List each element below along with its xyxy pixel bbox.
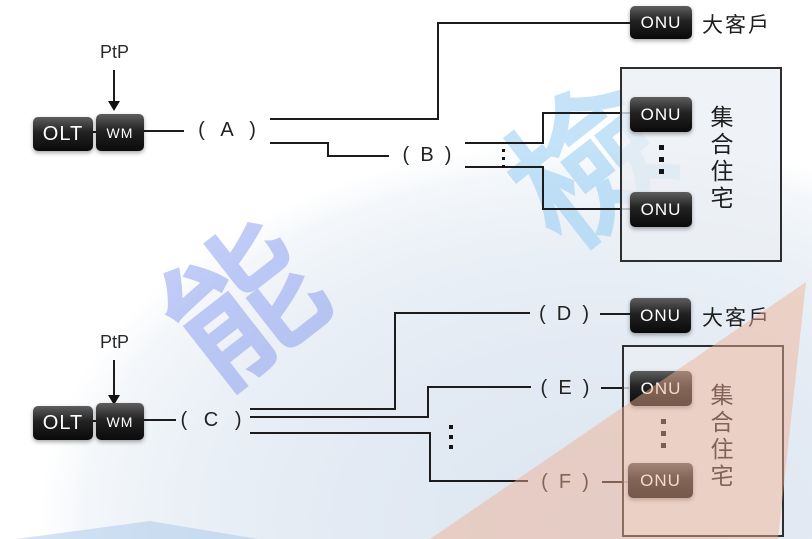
- fiber-c-to-d-h2: [394, 312, 530, 314]
- fiber-e-to-onu: [601, 387, 629, 389]
- ptp-arrow-head-icon-top: [108, 101, 120, 111]
- watermark-blue-sliver: [16, 521, 258, 539]
- fiber-c-to-e-h2: [427, 386, 531, 388]
- customer-label-bottom: 大客戶: [702, 307, 771, 330]
- ellipsis-dots-mdu-bottom: [661, 415, 666, 451]
- fiber-c-to-f-h2: [429, 480, 528, 482]
- split-point-c-label: ( C ): [180, 409, 242, 431]
- fiber-b-up-v: [542, 112, 544, 144]
- fiber-b-down-v: [542, 166, 544, 210]
- fiber-c-to-d-h1: [250, 408, 396, 410]
- onu-direct-bottom: ONU: [630, 298, 691, 333]
- onu-mdu-bottom-1: ONU: [630, 371, 692, 406]
- fiber-wm-to-c: [144, 419, 176, 421]
- ptp-arrow-head-icon-bottom: [108, 395, 120, 405]
- mdu-building-box-bottom: [622, 345, 784, 537]
- split-point-d-label: ( D ): [539, 303, 589, 325]
- fiber-a-to-b-v: [327, 142, 329, 157]
- fiber-d-to-onu: [600, 313, 630, 315]
- customer-label-top: 大客戶: [702, 14, 771, 37]
- fiber-a-direct-to-onu: [437, 22, 631, 24]
- fiber-a-direct-v: [437, 22, 439, 120]
- onu-mdu-bottom-2: ONU: [628, 463, 693, 498]
- fiber-c-to-e-v: [427, 386, 429, 418]
- fiber-a-to-b-h2: [327, 155, 389, 157]
- fiber-c-to-d-v: [394, 312, 396, 410]
- watermark-stamp-char-lower: 能: [136, 196, 355, 418]
- mdu-building-label-top: 集合住宅: [707, 105, 733, 213]
- split-point-e-label: ( E ): [540, 377, 590, 399]
- onu-direct-top: ONU: [630, 6, 692, 39]
- fiber-c-to-e-h1: [250, 416, 429, 418]
- mdu-building-label-bottom: 集合住宅: [707, 383, 733, 491]
- ellipsis-dots-mdu-top: [659, 141, 664, 177]
- fiber-c-to-f-v: [429, 432, 431, 482]
- split-point-f-label: ( F ): [541, 471, 589, 493]
- onu-mdu-top-2: ONU: [630, 192, 692, 227]
- ellipsis-dots-b-fibers: [502, 146, 505, 170]
- ptp-arrow-shaft-bottom: [113, 360, 115, 397]
- ptp-arrow-shaft-top: [113, 70, 115, 103]
- wm-node-top: WM: [96, 114, 144, 151]
- ptp-label-top: PtP: [100, 42, 130, 62]
- onu-mdu-top-1: ONU: [630, 97, 692, 132]
- fiber-c-to-f-h1: [250, 432, 431, 434]
- wm-node-bottom: WM: [96, 403, 144, 440]
- ptp-label-bottom: PtP: [100, 332, 130, 352]
- ellipsis-dots-c-fibers: [449, 422, 453, 452]
- fiber-f-to-onu: [602, 481, 628, 483]
- split-point-b-label: ( B ): [402, 144, 452, 166]
- fiber-b-upper-h: [465, 142, 544, 144]
- olt-node-bottom: OLT: [33, 406, 93, 440]
- fiber-a-to-b-h1: [270, 142, 329, 144]
- split-point-a-label: ( A ): [198, 119, 256, 141]
- fiber-b-to-onu-top: [542, 112, 632, 114]
- fiber-wm-to-a: [144, 130, 184, 132]
- olt-node-top: OLT: [33, 117, 93, 151]
- fiber-b-to-onu-bottom: [542, 208, 632, 210]
- fiber-a-direct-h: [270, 118, 438, 120]
